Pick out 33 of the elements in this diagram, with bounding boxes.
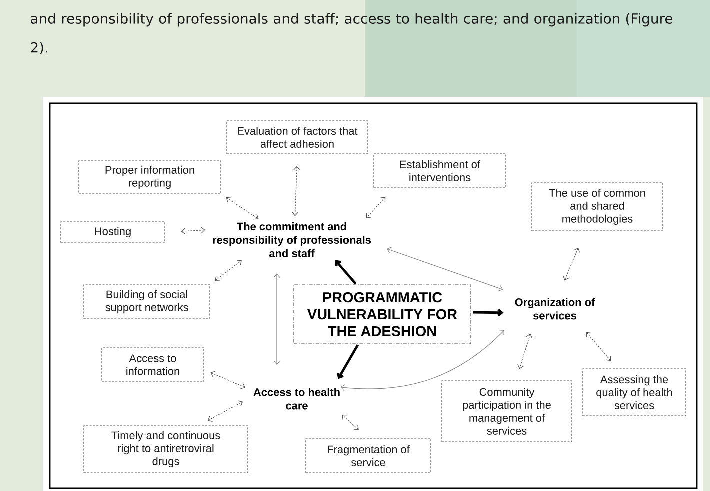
double-arrow xyxy=(366,197,386,218)
arrow xyxy=(335,260,357,285)
double-arrow xyxy=(342,414,359,430)
double-arrow xyxy=(586,332,612,362)
double-arrow xyxy=(226,197,259,220)
arrow xyxy=(473,308,504,317)
text-box: Building of social support networks xyxy=(84,284,210,320)
text-box: Timely and continuous right to antiretroviral drugs xyxy=(84,426,248,474)
body-text: and responsibility of professionals and staff; access to health care; and organization (Figure 2). xyxy=(31,13,673,55)
arrow xyxy=(337,344,360,380)
double-arrow xyxy=(274,274,280,366)
double-arrow xyxy=(518,334,533,370)
text-box: Proper information reporting xyxy=(78,160,222,194)
central-box: PROGRAMMATIC VULNERABILITY FOR THE ADESHION xyxy=(294,284,472,344)
double-arrow xyxy=(208,400,244,422)
text-box: The use of common and shared methodologies xyxy=(532,182,664,232)
double-arrow xyxy=(181,227,206,235)
double-arrow xyxy=(292,166,300,216)
category-label: Organization of services xyxy=(515,298,596,320)
text-box: Fragmentation of service xyxy=(306,438,432,474)
text-box: Access to information xyxy=(102,348,204,382)
double-arrow xyxy=(340,330,505,392)
text-box: Hosting xyxy=(60,222,166,244)
text-box: Assessing the quality of health services xyxy=(582,368,686,416)
category-label: Access to health care xyxy=(254,388,340,410)
text-box: Establishment of interventions xyxy=(374,154,506,188)
double-arrow xyxy=(387,247,504,292)
double-arrow xyxy=(210,371,246,390)
text-box: Community participation in the management of services xyxy=(442,380,572,442)
double-arrow xyxy=(215,260,242,282)
double-arrow xyxy=(563,248,580,281)
category-label: The commitment and responsibility of professionals and staff xyxy=(213,222,372,258)
text-box: Evaluation of factors that affect adhesion xyxy=(226,120,368,154)
